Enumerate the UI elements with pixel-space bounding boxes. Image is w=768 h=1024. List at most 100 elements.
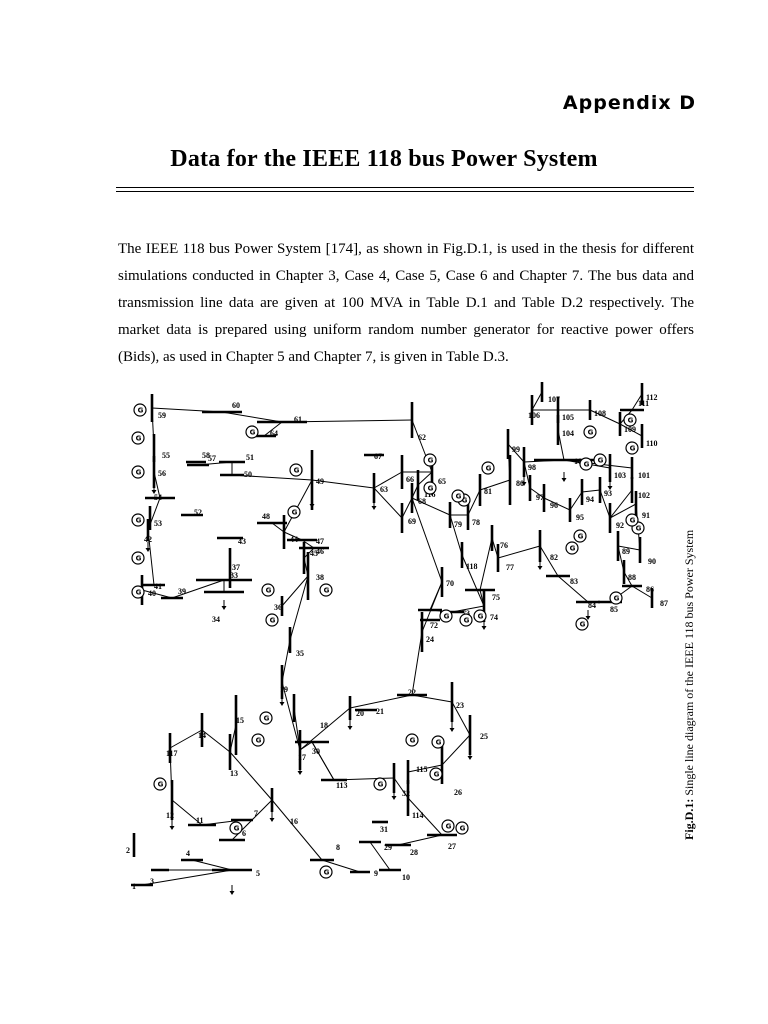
- bus-label: 118: [466, 562, 478, 571]
- generator-icon: [261, 583, 275, 597]
- branch-line: [421, 581, 443, 633]
- title-rule-second: [116, 191, 694, 192]
- bus-label: 78: [472, 518, 480, 527]
- bus-label: 55: [162, 451, 170, 460]
- bus-label: 92: [616, 521, 624, 530]
- bus-label: 24: [426, 635, 434, 644]
- generator-icon: [565, 541, 579, 555]
- load-arrow-head: [449, 728, 455, 732]
- load-arrow-head: [269, 818, 275, 822]
- bus-label: 17: [298, 753, 306, 762]
- branch-line: [289, 575, 309, 641]
- generator-label: G: [614, 595, 620, 603]
- load-arrow-head: [309, 504, 315, 508]
- bus-label: 2: [126, 846, 130, 855]
- generator-label: G: [446, 823, 452, 831]
- bus-label: 7: [254, 809, 258, 818]
- bus-label: 68: [418, 497, 426, 506]
- branch-line: [271, 522, 285, 533]
- branch-line: [191, 859, 233, 871]
- bus-label: 11: [196, 816, 204, 825]
- generator-icon: [251, 733, 265, 747]
- generator-label: G: [630, 445, 636, 453]
- branch-line: [617, 545, 641, 551]
- bus-label: 9: [374, 869, 378, 878]
- generator-icon: [455, 821, 469, 835]
- bus-label: 63: [380, 485, 388, 494]
- page-title: Data for the IEEE 118 bus Power System: [170, 146, 598, 172]
- branch-line: [311, 479, 375, 489]
- generator-icon: [131, 585, 145, 599]
- bus-label: 15: [236, 716, 244, 725]
- generator-label: G: [628, 417, 634, 425]
- bus-label: 82: [550, 553, 558, 562]
- bus-label: 91: [642, 511, 650, 520]
- bus-label: 34: [212, 615, 220, 624]
- load-arrow-head: [279, 702, 285, 706]
- bus-label: 22: [408, 688, 416, 697]
- generator-label: G: [636, 525, 642, 533]
- bus-label: 39: [178, 587, 186, 596]
- branch-line: [401, 497, 413, 519]
- branch-line: [411, 497, 451, 516]
- branch-line: [263, 421, 283, 437]
- generator-label: G: [630, 517, 636, 525]
- generator-label: G: [486, 465, 492, 473]
- branch-line: [451, 701, 471, 736]
- load-arrow-head: [169, 826, 175, 830]
- generator-label: G: [270, 617, 276, 625]
- branch-line: [349, 694, 413, 709]
- generator-label: G: [444, 613, 450, 621]
- generator-icon: [289, 463, 303, 477]
- bus-label: 62: [418, 433, 426, 442]
- branch-line: [373, 487, 403, 519]
- bus-label: 1: [132, 882, 136, 891]
- branch-line: [467, 489, 481, 516]
- bus-label: 36: [274, 603, 282, 612]
- bus-label: 77: [506, 563, 514, 572]
- generator-icon: [623, 413, 637, 427]
- generator-label: G: [410, 737, 416, 745]
- bus-label: 54: [154, 493, 162, 502]
- bus-label: 60: [232, 401, 240, 410]
- bus-label: 104: [562, 429, 574, 438]
- branch-line: [231, 474, 313, 481]
- generator-label: G: [378, 781, 384, 789]
- branch-line: [141, 589, 173, 599]
- bus-label: 106: [528, 411, 540, 420]
- branch-line: [397, 834, 443, 846]
- bus-label: 102: [638, 491, 650, 500]
- bus-label: 117: [166, 749, 178, 758]
- generator-label: G: [462, 497, 468, 505]
- bus-label: 61: [294, 415, 302, 424]
- branch-line: [619, 423, 643, 437]
- branch-line: [201, 729, 231, 753]
- bus-label: 16: [290, 817, 298, 826]
- bus-label: 33: [230, 571, 238, 580]
- branch-line: [539, 545, 559, 577]
- generator-icon: [451, 489, 465, 503]
- generator-label: G: [136, 469, 142, 477]
- branch-line: [281, 639, 291, 683]
- bus-label: 8: [336, 843, 340, 852]
- generator-label: G: [598, 457, 604, 465]
- generator-icon: [431, 735, 445, 749]
- generator-icon: [131, 551, 145, 565]
- generator-icon: [373, 777, 387, 791]
- bus-label: 65: [438, 477, 446, 486]
- bus-label: 43: [238, 537, 246, 546]
- generator-label: G: [158, 781, 164, 789]
- bus-label: 18: [320, 721, 328, 730]
- load-arrow-head: [151, 490, 157, 494]
- bus-label: 75: [492, 593, 500, 602]
- bus-label: 30: [312, 747, 320, 756]
- bus-label: 5: [256, 869, 260, 878]
- load-arrow-head: [229, 891, 235, 895]
- figure-caption-prefix: Fig.D.1:: [682, 798, 696, 840]
- branch-line: [229, 751, 273, 801]
- bus-label: 57: [208, 454, 216, 463]
- generator-label: G: [460, 825, 466, 833]
- branch-line: [171, 799, 203, 826]
- bus-label: 50: [244, 470, 252, 479]
- bus-label: 28: [410, 848, 418, 857]
